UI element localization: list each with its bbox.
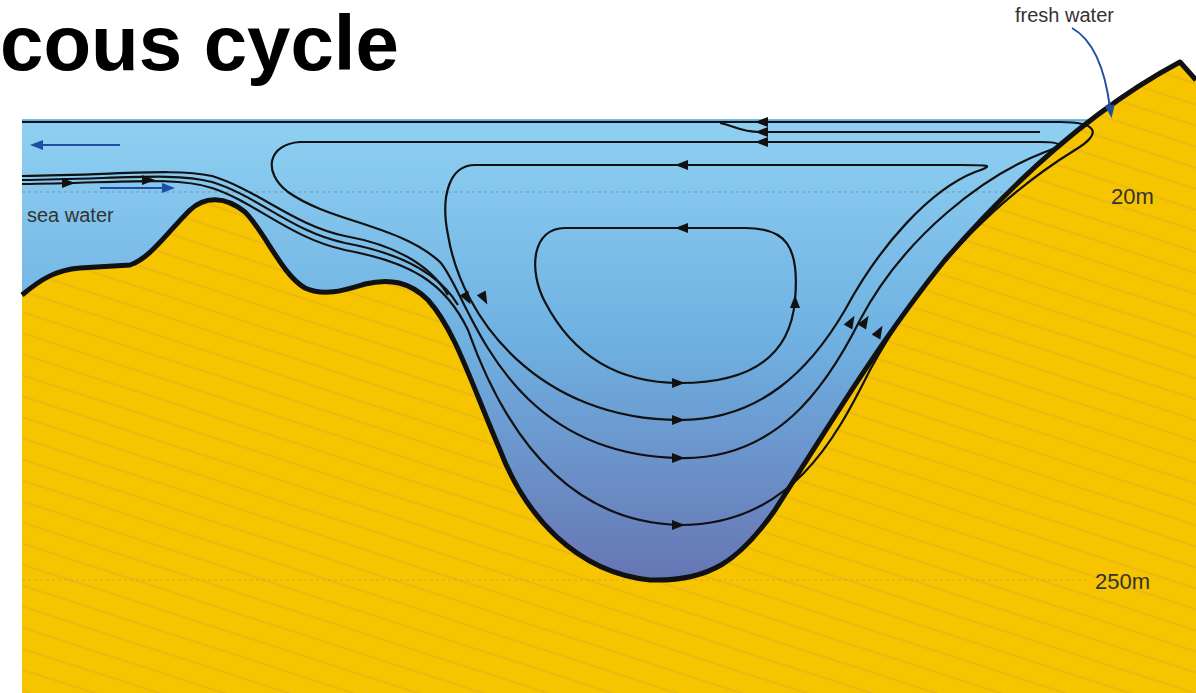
streamline: [445, 165, 987, 420]
flow-direction-heads: [30, 104, 1117, 193]
seabed-outline: [22, 62, 1196, 580]
depth-line: [22, 580, 1090, 581]
streamline: [272, 142, 1059, 458]
streamlines: [22, 122, 1093, 525]
seabed-ground: [22, 62, 1196, 693]
depth-label: 250m: [1095, 571, 1150, 593]
sea-surface: [22, 119, 1090, 121]
slide-title: cous cycle: [0, 4, 399, 82]
streamline: [22, 172, 448, 295]
streamline: [22, 177, 458, 305]
inflow-label: sea water: [27, 205, 114, 225]
streamline: [22, 122, 1093, 525]
inflow-label: fresh water: [1015, 5, 1114, 25]
streamline: [535, 228, 796, 383]
flow-arrowheads: [62, 117, 887, 530]
depth-label: 20m: [1111, 186, 1154, 208]
